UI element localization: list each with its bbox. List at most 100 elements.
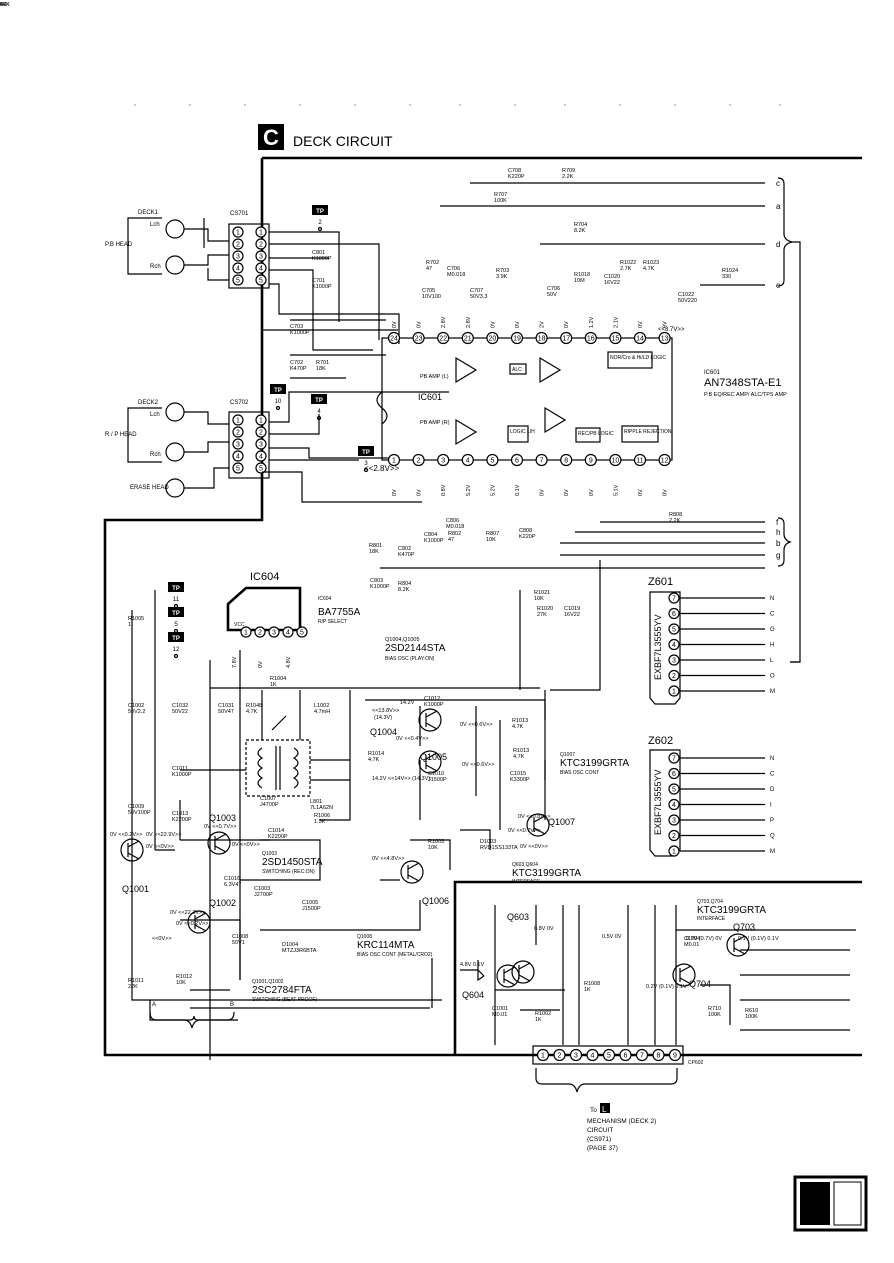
component-ref: R610 [745,1008,758,1014]
pin-circle-icon [232,238,244,250]
pin-circle-icon [232,274,244,286]
component-value: 10M [574,278,585,284]
component-value: J4700P [260,802,279,808]
voltage-notes: 14.2V<<13.8V>>(14.3V)0V <<0.4V>>0V <<0.6… [110,700,779,990]
pb-head-label: P.B HEAD [105,242,133,248]
cp602-pin: 7 [640,1053,644,1060]
component-value: 22K [128,984,138,990]
component-ref: C1015 [510,771,526,777]
z-pin-number: 2 [672,673,676,680]
transistor-collector-icon [407,862,420,870]
pin-voltage: 4.8V [286,656,292,668]
connector-pin-number: 2 [236,430,240,437]
connector-pin-number: 3 [259,442,263,449]
component-value: M0.018 [447,272,465,278]
cp602-pin: 3 [574,1053,578,1060]
pin-circle-icon [560,453,573,467]
amp-triangle-icon [544,406,567,434]
cp602-label: CP602 [688,1060,704,1066]
mechanism-note: To L MECHANISM (DECK 2) CIRCUIT (CS971) … [587,1103,656,1152]
component-ref: C706 [447,266,460,272]
voltage-note: 4.8V 0.1V [460,962,484,968]
z-pin-number: 5 [672,787,676,794]
ic601-top-pin: 14 [636,336,644,343]
component-value: 16V22 [564,612,580,618]
z602-title: Z602 [648,735,673,747]
head-coil-icon [165,402,185,422]
component-ref: C804 [424,532,437,538]
pin-circle-icon [633,331,647,345]
component-value: 18K [369,549,379,555]
voltage-note: 0V <<0V>> [146,844,174,850]
ic601-bottom-pins: 10V20V30.8V45.2V55.2V60.1V70V80V90V105.1… [387,453,671,496]
transistor-label: Q1004 [370,727,397,737]
component-value: 18K [316,366,326,372]
pin-voltage: 0.8V [441,484,447,496]
bus-b-label: B [230,1002,234,1008]
q1008-desc: BIAS OSC CONT (METAL/CRO2) [357,952,433,958]
component-ref: R1018 [574,272,590,278]
pin-circle-icon [668,623,680,635]
tp-number: 11 [173,597,180,603]
pin-voltage: 0V [417,489,423,496]
component-ref: R702 [426,260,439,266]
transistor-collector-icon [679,965,692,973]
connector-pin-number: 3 [236,442,240,449]
voltage-note: 14.2V [400,700,415,706]
q1007-desc: BIAS OSC CONT [560,770,599,776]
pin-circle-icon [255,426,267,438]
component-ref: R612 [0,0,13,2]
component-ref: L801 [310,799,322,805]
ic601-bottom-pin: 11 [636,458,643,465]
pin-voltage: 2.1V [613,316,619,328]
transistor-emitter-icon [127,852,140,860]
connector-pin-number: 5 [236,466,240,473]
pin-circle-icon [232,450,244,462]
cp602-pin: 5 [607,1053,611,1060]
page-tab-marker [793,1175,868,1232]
component-ref: C701 [312,278,325,284]
ic601-top-pin: 16 [587,336,595,343]
component-value: J1500P [302,906,321,912]
voltage-note: 0V <<0.7V>> [508,828,540,834]
component-ref: R703 [496,268,509,274]
pin-voltage: 0V [490,321,496,328]
transistor-collector-icon [194,912,207,920]
transistor-collector-icon [518,962,531,970]
component-ref: C1001 [492,1006,508,1012]
q1003-ref: Q1003 [262,851,277,857]
component-value: 100K [708,1012,721,1018]
pin-circle-icon [240,626,252,638]
component-value: 6.3V47 [224,882,241,888]
cp602: CP602 [532,1045,704,1093]
transistor-symbol-icon [207,831,231,855]
pin-circle-icon [255,462,267,474]
q1004-refs: Q1004,Q1005 [385,637,420,643]
pin-circle-icon [658,331,671,345]
transistor-label: Q704 [689,979,711,989]
pin-voltage: 9V [663,321,669,328]
pin-circle-icon [668,752,680,764]
rec-pb-label: REC/PB LOGIC [578,431,614,437]
pin-circle-icon [255,274,267,286]
component-ref: R710 [708,1006,721,1012]
z-pin-number: 7 [672,596,676,603]
component-value: K1000P [312,284,332,290]
component-ref: R712 [0,0,13,2]
component-ref: C1011 [172,766,188,772]
ic601-bottom-pin: 6 [515,458,519,465]
ic604-desc: R/P SELECT [318,619,347,625]
component-ref: C1010 [428,771,444,777]
component-ref: R1014 [368,751,384,757]
component-value: 3.9K [496,274,508,280]
component-value: 1K [270,682,277,688]
component-value: 7L1A62N [310,805,333,811]
pin-circle-icon [254,626,266,638]
q1004-desc: BIAS OSC (PLAY:ON) [385,656,435,662]
transistor-symbol-icon [418,708,442,732]
component-value: 100K [494,198,507,204]
voltage-note: 0V <<0.6V>> [460,722,492,728]
